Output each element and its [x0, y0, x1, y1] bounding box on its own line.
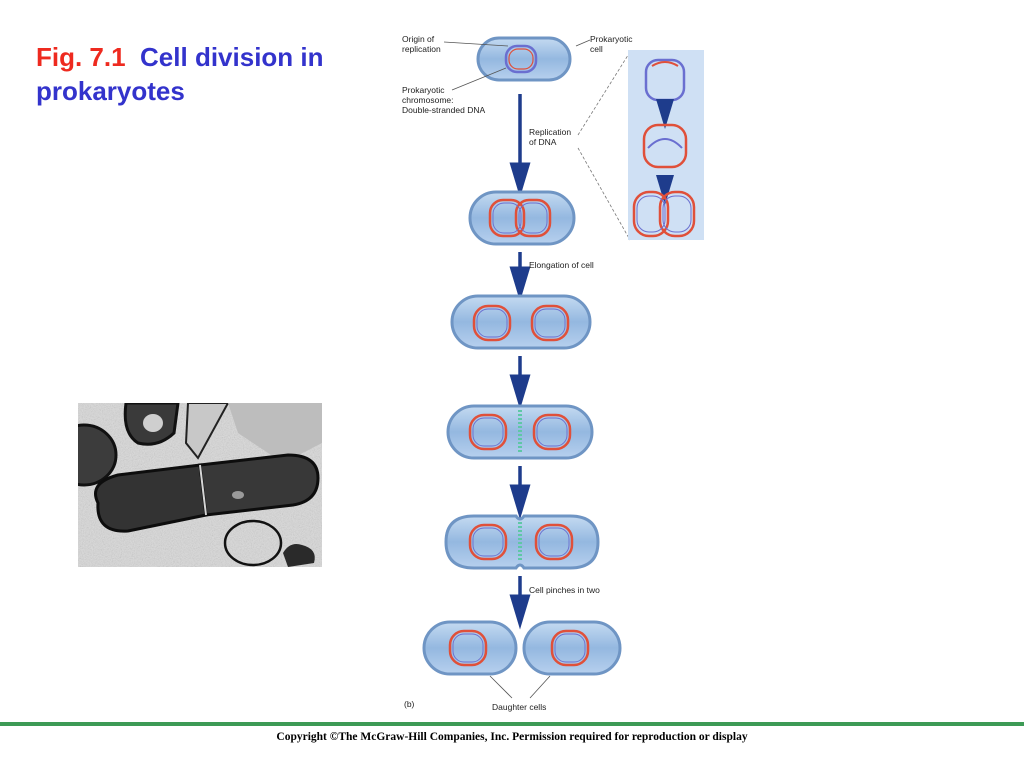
label-origin-line1: Origin of: [402, 34, 435, 44]
label-replication-line2: of DNA: [529, 137, 557, 147]
label-cell-line1: Prokaryotic: [590, 34, 633, 44]
panel-letter: (b): [404, 699, 415, 709]
label-replication-line1: Replication: [529, 127, 571, 137]
label-chromosome-line3: Double-stranded DNA: [402, 105, 485, 115]
label-origin-line2: replication: [402, 44, 441, 54]
cell-elongated: [450, 294, 592, 350]
electron-micrograph: [78, 403, 322, 567]
daughter-cell-right: [522, 620, 622, 676]
label-chromosome-line2: chromosome:: [402, 95, 454, 105]
copyright-notice: Copyright ©The McGraw-Hill Companies, In…: [276, 731, 748, 743]
figure-title: Cell division in prokaryotes: [36, 42, 324, 106]
cell-replicated: [468, 190, 576, 246]
cell-constricting: [444, 514, 600, 570]
footer-rule: [0, 722, 1024, 726]
label-daughter-cells: Daughter cells: [492, 702, 546, 712]
label-cell-line2: cell: [590, 44, 603, 54]
replication-inset: [628, 50, 704, 240]
initial-cell: [476, 36, 572, 82]
daughter-cell-left: [422, 620, 518, 676]
label-elongation: Elongation of cell: [529, 260, 594, 270]
figure-number: Fig. 7.1: [36, 42, 126, 72]
cell-septum-forming: [446, 404, 594, 460]
cell-division-diagram: Origin of replication Prokaryotic cell P…: [402, 34, 704, 712]
label-chromosome-line1: Prokaryotic: [402, 85, 445, 95]
label-pinch: Cell pinches in two: [529, 585, 600, 595]
slide-title: Fig. 7.1 Cell division in prokaryotes: [36, 40, 376, 108]
